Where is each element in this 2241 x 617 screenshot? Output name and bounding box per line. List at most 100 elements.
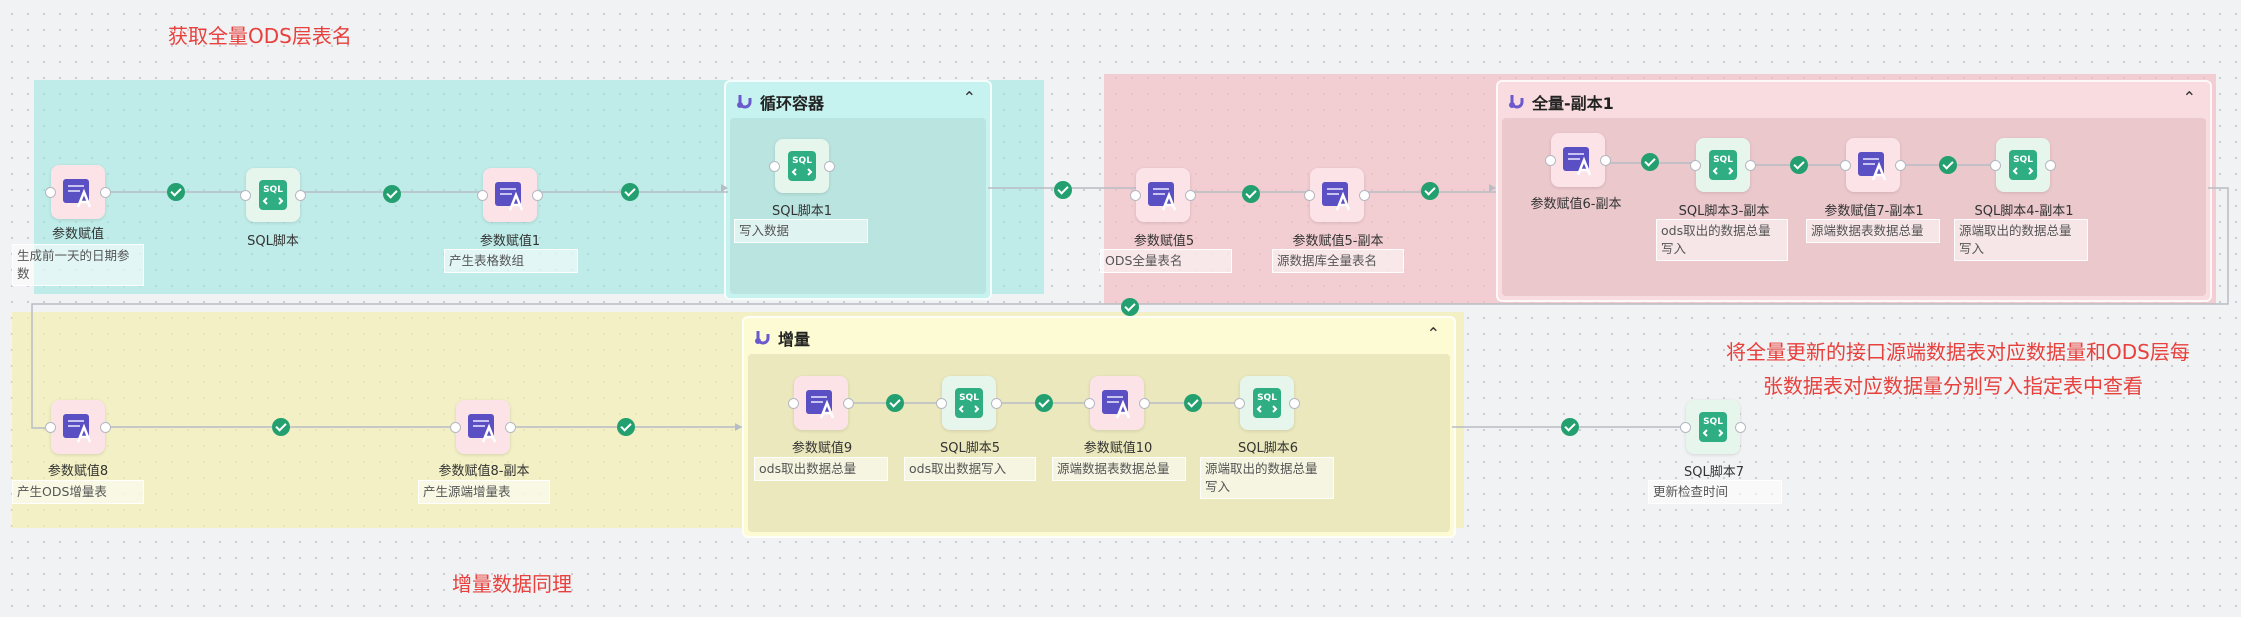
input-port[interactable] — [240, 190, 251, 201]
param-icon — [1148, 182, 1177, 211]
connection-success-icon[interactable] — [1641, 153, 1659, 171]
node-sql-script[interactable]: SQL — [240, 168, 306, 222]
input-port[interactable] — [1690, 160, 1701, 171]
input-port[interactable] — [788, 398, 799, 409]
connection-success-icon[interactable] — [1790, 156, 1808, 174]
param-icon — [806, 390, 835, 419]
svg-text:SQL: SQL — [1257, 393, 1277, 403]
node-param-assign[interactable] — [45, 400, 111, 454]
node-param-assign[interactable] — [1840, 138, 1906, 192]
connection-success-icon[interactable] — [1421, 182, 1439, 200]
output-port[interactable] — [1185, 190, 1196, 201]
connection-success-icon[interactable] — [1121, 298, 1139, 316]
node-label: SQL脚本5 — [940, 441, 1000, 456]
output-port[interactable] — [1600, 155, 1611, 166]
node-desc: 产生ODS增量表 — [12, 480, 144, 504]
output-port[interactable] — [1359, 190, 1370, 201]
sql-icon: SQL — [1253, 388, 1281, 418]
output-port[interactable] — [2045, 160, 2056, 171]
node-desc: 写入数据 — [734, 219, 868, 243]
input-port[interactable] — [477, 190, 488, 201]
node-param-assign[interactable] — [1084, 376, 1150, 430]
node-desc: 源数据库全量表名 — [1272, 249, 1404, 273]
input-port[interactable] — [1304, 190, 1315, 201]
node-param-assign[interactable] — [477, 168, 543, 222]
input-port[interactable] — [1680, 422, 1691, 433]
output-port[interactable] — [1895, 160, 1906, 171]
input-port[interactable] — [1130, 190, 1141, 201]
node-label: SQL脚本7 — [1684, 465, 1744, 480]
input-port[interactable] — [936, 398, 947, 409]
node-desc: 产生表格数组 — [444, 249, 578, 273]
output-port[interactable] — [843, 398, 854, 409]
connection-success-icon[interactable] — [1242, 185, 1260, 203]
full-copy-container-header[interactable]: 全量-副本1 ⌃ — [1498, 82, 2210, 118]
output-port[interactable] — [824, 161, 835, 172]
input-port[interactable] — [45, 422, 56, 433]
output-port[interactable] — [295, 190, 306, 201]
node-param-assign[interactable] — [1545, 133, 1611, 187]
input-port[interactable] — [1084, 398, 1095, 409]
output-port[interactable] — [532, 190, 543, 201]
output-port[interactable] — [1735, 422, 1746, 433]
loop-container[interactable]: 循环容器 ⌃ — [724, 80, 992, 300]
node-sql-script[interactable]: SQL — [1680, 400, 1746, 454]
output-port[interactable] — [100, 187, 111, 198]
output-port[interactable] — [991, 398, 1002, 409]
input-port[interactable] — [45, 187, 56, 198]
container-icon — [1509, 95, 1524, 109]
param-icon — [63, 414, 92, 443]
node-label: SQL脚本4-副本1 — [1974, 204, 2074, 219]
connection-success-icon[interactable] — [272, 418, 290, 436]
node-label: 参数赋值10 — [1083, 441, 1153, 456]
node-desc: 更新检查时间 — [1648, 480, 1782, 504]
output-port[interactable] — [1745, 160, 1756, 171]
node-label: SQL脚本3-副本 — [1678, 204, 1770, 219]
output-port[interactable] — [505, 422, 516, 433]
chevron-up-icon[interactable]: ⌃ — [1426, 324, 1440, 343]
input-port[interactable] — [769, 161, 780, 172]
connection-success-icon[interactable] — [617, 418, 635, 436]
loop-container-header[interactable]: 循环容器 ⌃ — [726, 82, 990, 118]
input-port[interactable] — [1840, 160, 1851, 171]
node-label: 参数赋值8-副本 — [438, 464, 530, 479]
connection-success-icon[interactable] — [167, 183, 185, 201]
node-desc: 源端数据表数据总量 — [1806, 219, 1940, 243]
output-port[interactable] — [1139, 398, 1150, 409]
connection-success-icon[interactable] — [1184, 394, 1202, 412]
node-param-assign[interactable] — [45, 165, 111, 219]
connection-success-icon[interactable] — [1035, 394, 1053, 412]
input-port[interactable] — [1234, 398, 1245, 409]
input-port[interactable] — [450, 422, 461, 433]
incremental-container-header[interactable]: 增量 ⌃ — [744, 318, 1454, 354]
node-desc: ods取出数据总量 — [754, 457, 888, 481]
connection-success-icon[interactable] — [1054, 181, 1072, 199]
node-sql-script[interactable]: SQL — [1990, 138, 2056, 192]
full-copy-container-title: 全量-副本1 — [1532, 94, 1614, 113]
connection-success-icon[interactable] — [621, 183, 639, 201]
node-label: 参数赋值 — [51, 227, 104, 242]
input-port[interactable] — [1545, 155, 1556, 166]
output-port[interactable] — [1289, 398, 1300, 409]
node-sql-script[interactable]: SQL — [936, 376, 1002, 430]
connection-success-icon[interactable] — [1939, 156, 1957, 174]
connection-success-icon[interactable] — [886, 394, 904, 412]
node-sql-script[interactable]: SQL — [1234, 376, 1300, 430]
param-icon — [1102, 390, 1131, 419]
incremental-container-title: 增量 — [778, 330, 811, 349]
node-param-assign[interactable] — [1304, 168, 1370, 222]
incremental-container[interactable]: 增量 ⌃ — [742, 316, 1456, 538]
node-sql-script[interactable]: SQL — [769, 139, 835, 193]
node-sql-script[interactable]: SQL — [1690, 138, 1756, 192]
node-param-assign[interactable] — [450, 400, 516, 454]
chevron-up-icon[interactable]: ⌃ — [2182, 88, 2196, 107]
node-param-assign[interactable] — [788, 376, 854, 430]
connection-success-icon[interactable] — [383, 185, 401, 203]
chevron-up-icon[interactable]: ⌃ — [962, 88, 976, 107]
sql-icon: SQL — [1699, 412, 1727, 442]
output-port[interactable] — [100, 422, 111, 433]
input-port[interactable] — [1990, 160, 2001, 171]
node-desc: ODS全量表名 — [1100, 249, 1232, 273]
connection-success-icon[interactable] — [1561, 418, 1579, 436]
node-param-assign[interactable] — [1130, 168, 1196, 222]
